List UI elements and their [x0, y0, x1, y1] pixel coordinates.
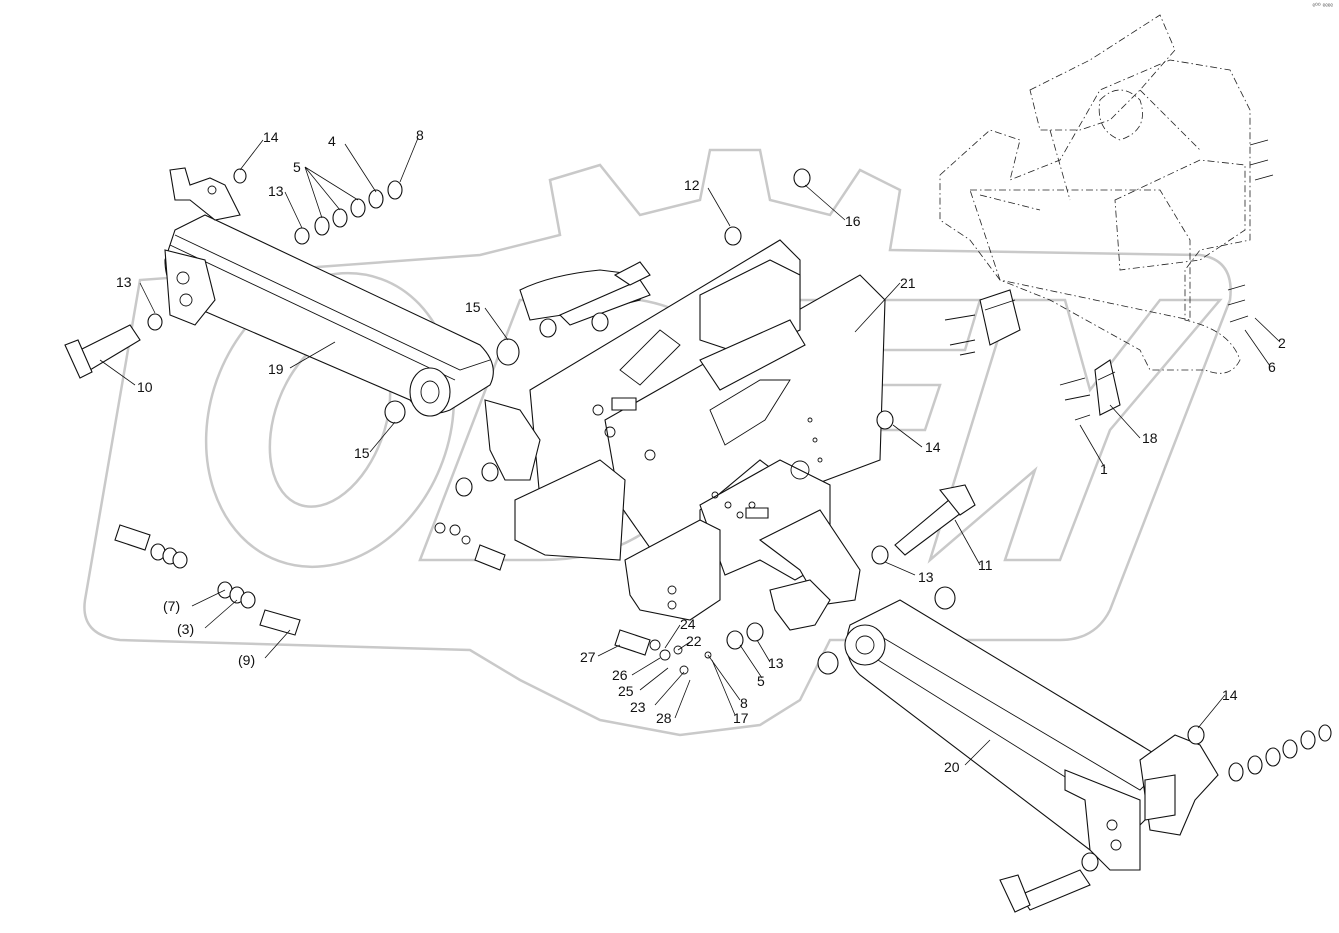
callout-label: 14	[925, 439, 941, 455]
callout-label: 26	[612, 667, 628, 683]
callout-label: 27	[580, 649, 596, 665]
corner-mark: ᵉ⁰⁰ ᵉᵉᵉᵉ	[1312, 3, 1333, 10]
callout-label: 14	[1222, 687, 1238, 703]
callout-label: 8	[740, 695, 748, 711]
callout-label: 1	[1100, 461, 1108, 477]
leader-lines	[99, 137, 1281, 766]
callout-label: (3)	[177, 621, 194, 637]
callout-label: 13	[918, 569, 934, 585]
callout-labels: 14 8 4 5 13 13 10 19 15 15 12 16 21 2 6 …	[116, 127, 1286, 775]
callout-label: 23	[630, 699, 646, 715]
callout-label: 15	[354, 445, 370, 461]
callout-label: 19	[268, 361, 284, 377]
callout-label: (9)	[238, 652, 255, 668]
callout-label: 11	[978, 557, 993, 573]
callout-label: 14	[263, 129, 279, 145]
callout-label: 13	[116, 274, 132, 290]
callout-label: 2	[1278, 335, 1286, 351]
pins	[64, 261, 1091, 913]
callout-label: 22	[686, 633, 702, 649]
bushings-and-rings	[147, 168, 1332, 872]
callout-label: 6	[1268, 359, 1276, 375]
callout-label: 5	[757, 673, 765, 689]
callout-label: 13	[768, 655, 784, 671]
callout-label: 28	[656, 710, 672, 726]
chassis-phantom	[939, 14, 1251, 374]
callout-label: 16	[845, 213, 861, 229]
callout-label: 20	[944, 759, 960, 775]
callout-label: 17	[733, 710, 749, 726]
callout-label: 10	[137, 379, 153, 395]
bolts	[944, 139, 1274, 421]
upper-left-arm-19	[164, 167, 494, 417]
callout-label: 4	[328, 133, 336, 149]
callout-label: 15	[465, 299, 481, 315]
lower-right-arm-20	[844, 599, 1219, 871]
brackets-18	[979, 289, 1121, 416]
callout-label: (7)	[163, 598, 180, 614]
callout-label: 25	[618, 683, 634, 699]
fasteners-22-28	[434, 522, 712, 675]
central-frame	[484, 239, 886, 631]
callout-label: 18	[1142, 430, 1158, 446]
callout-label: 13	[268, 183, 284, 199]
callout-label: 5	[293, 159, 301, 175]
callout-label: 12	[684, 177, 700, 193]
callout-label: 21	[900, 275, 916, 291]
callout-label: 8	[416, 127, 424, 143]
callout-label: 24	[680, 616, 696, 632]
